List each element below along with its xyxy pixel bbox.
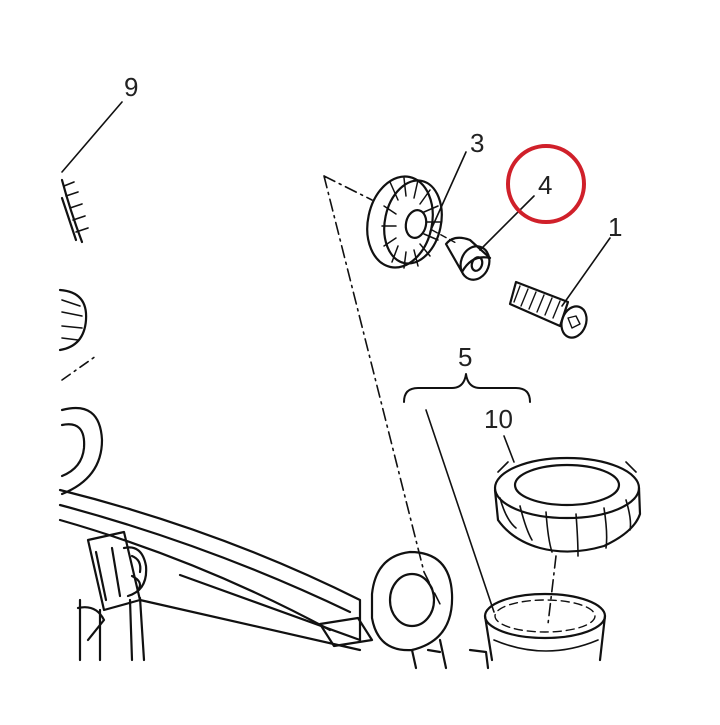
part-1-bolt — [508, 280, 588, 339]
left-knob-fragment — [58, 288, 88, 352]
leader-4 — [479, 195, 535, 251]
callout-10: 10 — [484, 404, 513, 434]
assembly-line-left — [323, 175, 443, 609]
callout-3: 3 — [470, 128, 484, 158]
left-dash-line — [61, 355, 97, 381]
highlight-circle — [506, 144, 586, 224]
brace-5 — [403, 373, 531, 403]
frame-rail — [58, 488, 362, 652]
callout-9: 9 — [124, 72, 138, 102]
part-3-washer — [366, 175, 443, 269]
leader-9 — [61, 101, 123, 173]
axis-line — [431, 229, 459, 245]
leader-5 — [425, 409, 495, 613]
left-ring-fragment — [60, 406, 104, 496]
leader-1 — [561, 237, 611, 307]
socket-cup — [426, 592, 607, 670]
callout-1: 1 — [608, 212, 622, 242]
part-9-strap — [60, 178, 89, 244]
callout-5: 5 — [458, 342, 472, 372]
part-10-knob — [493, 456, 642, 557]
callout-4: 4 — [538, 170, 552, 200]
leader-3 — [429, 151, 467, 233]
part-4-spacer — [444, 236, 492, 281]
leader-10 — [503, 435, 515, 463]
assembly-line-knob — [547, 555, 557, 625]
mounting-ring — [318, 550, 454, 670]
clamp-bracket — [76, 530, 148, 662]
